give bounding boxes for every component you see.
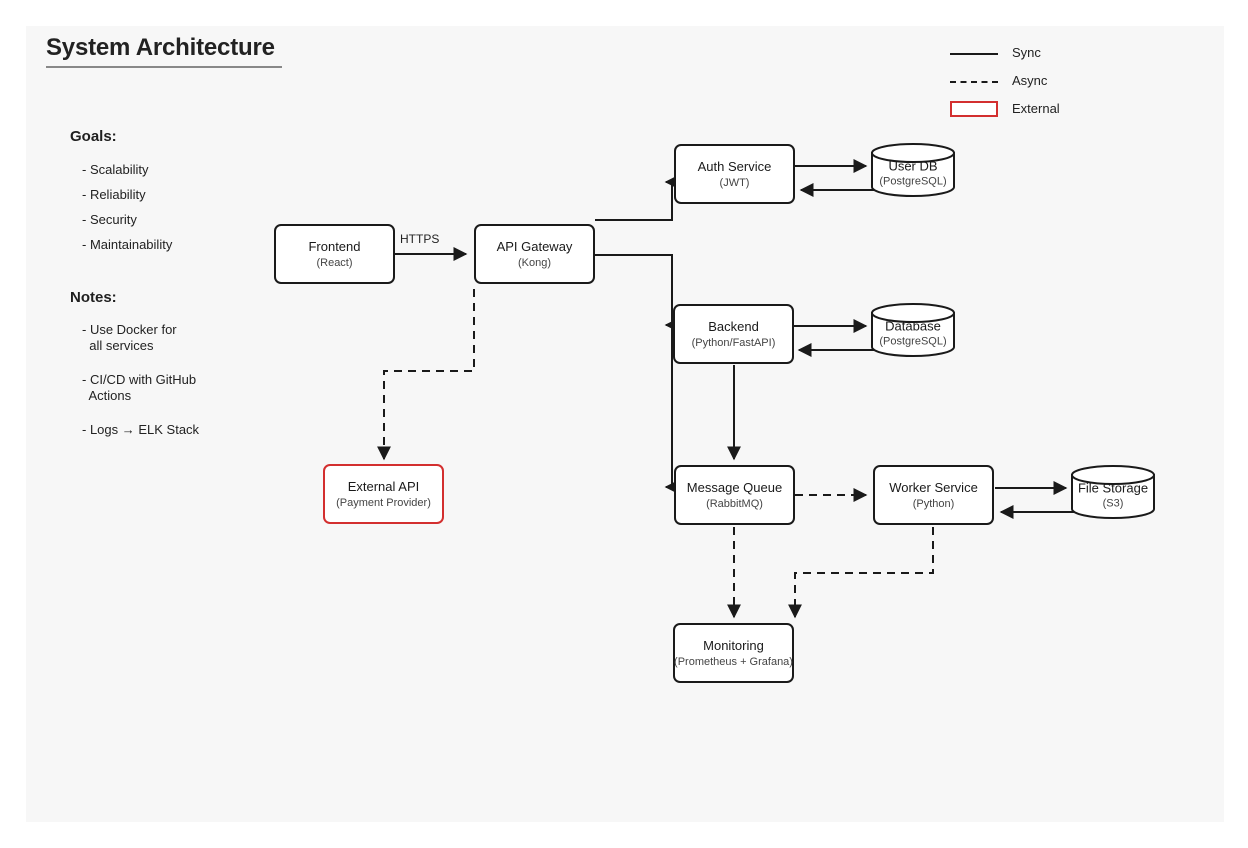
- node-backend-title: Backend: [708, 318, 759, 334]
- node-monitoring-subtitle: (Prometheus + Grafana): [674, 655, 793, 668]
- node-auth-service-subtitle: (JWT): [719, 176, 750, 189]
- node-auth-service-title: Auth Service: [697, 158, 772, 174]
- node-external-api[interactable]: External API (Payment Provider): [323, 464, 444, 524]
- title-underline: [46, 66, 282, 68]
- page-title: System Architecture: [46, 34, 275, 61]
- legend-sync-label: Sync: [1012, 45, 1041, 60]
- node-message-queue-subtitle: (RabbitMQ): [706, 497, 763, 510]
- node-database[interactable]: Database (PostgreSQL): [870, 302, 956, 358]
- legend-row-async: Async: [950, 68, 1170, 96]
- legend-async-line-icon: [950, 81, 998, 83]
- node-auth-service[interactable]: Auth Service (JWT): [674, 144, 795, 204]
- legend: Sync Async External: [950, 40, 1170, 124]
- node-backend-subtitle: (Python/FastAPI): [691, 336, 776, 349]
- node-message-queue-title: Message Queue: [686, 479, 783, 495]
- notes-item-logs: - Logs → ELK Stack: [82, 422, 200, 437]
- node-api-gateway-title: API Gateway: [496, 238, 573, 254]
- legend-async-label: Async: [1012, 73, 1048, 88]
- edge-label-https: HTTPS: [400, 232, 440, 246]
- legend-row-external: External: [950, 96, 1170, 124]
- node-monitoring-title: Monitoring: [703, 637, 764, 653]
- diagram-canvas: [26, 26, 1224, 822]
- node-worker-service-subtitle: (Python): [912, 497, 955, 510]
- notes-heading: Notes:: [70, 289, 117, 306]
- node-monitoring[interactable]: Monitoring (Prometheus + Grafana): [673, 623, 794, 683]
- node-external-api-subtitle: (Payment Provider): [336, 496, 431, 509]
- goals-item-security: - Security: [82, 212, 137, 227]
- notes-item-cicd: - CI/CD with GitHub Actions: [82, 372, 197, 403]
- notes-item-docker: - Use Docker for all services: [82, 322, 177, 353]
- goals-item-scalability: - Scalability: [82, 162, 149, 177]
- goals-item-reliability: - Reliability: [82, 187, 146, 202]
- node-message-queue[interactable]: Message Queue (RabbitMQ): [674, 465, 795, 525]
- node-frontend-subtitle: (React): [316, 256, 353, 269]
- node-worker-service[interactable]: Worker Service (Python): [873, 465, 994, 525]
- legend-external-label: External: [1012, 101, 1060, 116]
- goals-heading: Goals:: [70, 128, 117, 145]
- node-worker-service-title: Worker Service: [889, 479, 978, 495]
- node-frontend[interactable]: Frontend (React): [274, 224, 395, 284]
- goals-item-maintainability: - Maintainability: [82, 237, 173, 252]
- node-frontend-title: Frontend: [308, 238, 361, 254]
- node-backend[interactable]: Backend (Python/FastAPI): [673, 304, 794, 364]
- node-user-db[interactable]: User DB (PostgreSQL): [870, 142, 956, 198]
- node-external-api-title: External API: [347, 478, 420, 494]
- legend-row-sync: Sync: [950, 40, 1170, 68]
- node-api-gateway-subtitle: (Kong): [517, 256, 552, 269]
- node-file-storage[interactable]: File Storage (S3): [1070, 464, 1156, 520]
- node-api-gateway[interactable]: API Gateway (Kong): [474, 224, 595, 284]
- legend-external-box-icon: [950, 101, 998, 117]
- legend-sync-line-icon: [950, 53, 998, 55]
